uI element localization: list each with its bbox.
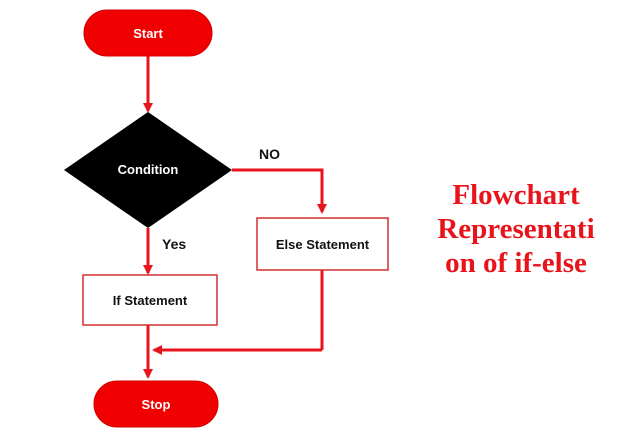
stop-node: Stop — [93, 380, 219, 428]
else-statement-node: Else Statement — [256, 217, 389, 271]
start-node: Start — [83, 9, 213, 57]
condition-node: Condition — [64, 112, 232, 228]
edge-label-yes: Yes — [162, 236, 186, 252]
connector-condition-to-else — [232, 168, 327, 214]
title-line-1: Flowchart — [452, 179, 580, 211]
start-label: Start — [133, 26, 163, 41]
if-statement-label: If Statement — [113, 293, 188, 308]
edge-label-no: NO — [259, 146, 280, 162]
else-statement-label: Else Statement — [276, 237, 370, 252]
condition-label: Condition — [118, 162, 179, 177]
if-statement-node: If Statement — [82, 274, 218, 326]
title-line-3: on of if-else — [445, 247, 587, 279]
stop-label: Stop — [142, 397, 171, 412]
title-line-2: Representati — [437, 213, 595, 245]
flowchart-title: Flowchart Representati on of if-else — [410, 178, 622, 280]
